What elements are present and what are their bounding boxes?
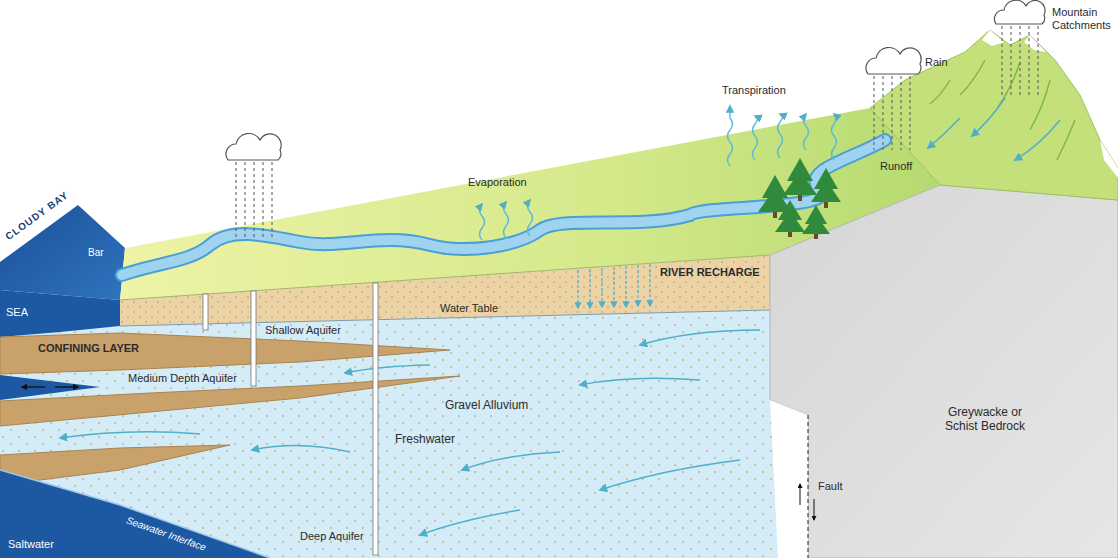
land-front-edge [120, 255, 770, 300]
flow-arrow [55, 386, 78, 387]
fault-arrow [800, 484, 801, 505]
seawater-interface-line [0, 470, 270, 558]
evaporation-arrows [480, 200, 533, 240]
aquifer-label: Shallow Aquifer [265, 324, 341, 337]
bar-label: Bar [88, 247, 104, 259]
bedrock [770, 185, 1118, 558]
zone-label: Gravel Alluvium [445, 398, 528, 412]
snow-cap [1100, 140, 1118, 178]
snow-cap [982, 30, 1004, 46]
layer-label: CONFINING LAYER [38, 342, 139, 355]
zone-label: Freshwater [395, 432, 455, 446]
process-label: Evaporation [468, 176, 527, 189]
bay-name: CLOUDY BAY [3, 189, 71, 243]
zone-label: Water Table [440, 302, 498, 315]
fault-gap [770, 400, 808, 558]
snow-cap [1024, 35, 1046, 52]
process-label: Mountain Catchments [1052, 6, 1114, 32]
well-deep [373, 283, 378, 555]
saltwater-body [0, 470, 270, 558]
trees [758, 158, 841, 239]
zone-label: RIVER RECHARGE [660, 266, 760, 279]
groundwater-flow-arrows [60, 330, 760, 535]
rain-cloud [994, 0, 1045, 95]
rain-cloud [226, 134, 281, 238]
aquifer-label: Deep Aquifer [300, 530, 364, 543]
fault-label: Fault [818, 480, 842, 493]
well-medium [251, 291, 256, 386]
fault-arrow [814, 499, 815, 520]
rain-cloud [866, 48, 921, 150]
gravel-aquifer [0, 310, 808, 558]
runoff-arrow [928, 118, 960, 148]
recharge-arrows [578, 264, 650, 308]
fault-line [807, 415, 808, 558]
unsaturated-zone [120, 255, 770, 326]
process-label: Rain [925, 56, 948, 69]
confining-layer [0, 333, 450, 374]
sea-label: SEA [6, 306, 28, 319]
runoff-arrow [972, 98, 1005, 136]
bedrock-label: Greywacke or Schist Bedrock [930, 405, 1040, 433]
sea-front [0, 290, 120, 337]
flow-arrow [22, 386, 45, 387]
sea-surface [0, 205, 125, 300]
well-shallow [203, 294, 208, 330]
runoff-arrow [1015, 120, 1060, 160]
aquifer-label: Medium Depth Aquifer [128, 372, 237, 385]
process-label: Runoff [880, 160, 912, 173]
transpiration-arrows [728, 106, 837, 166]
saltwater-label: Saltwater [8, 538, 54, 551]
interface-label: Seawater Interface [124, 514, 207, 553]
confining-layer [0, 445, 230, 485]
process-label: Transpiration [722, 84, 786, 97]
